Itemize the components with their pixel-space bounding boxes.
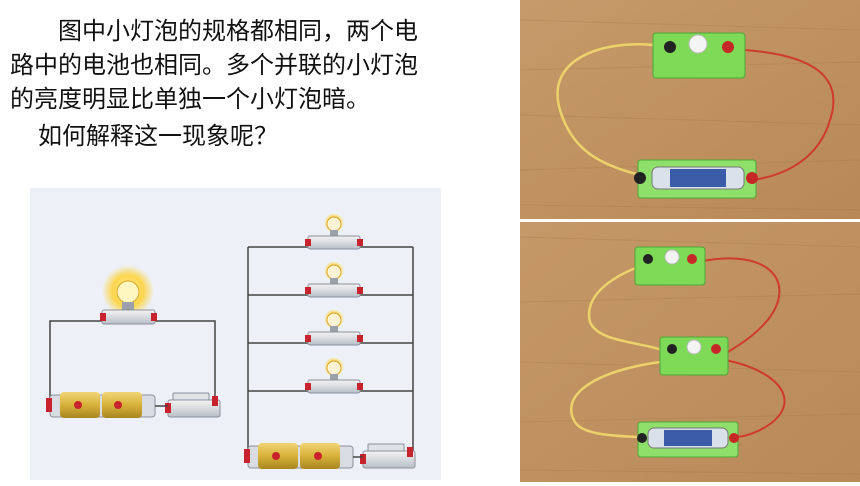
- circuit-photo-single-bulb: [519, 0, 860, 219]
- paragraph-line-2: 路中的电池也相同。多个并联的小灯泡: [10, 51, 418, 79]
- circuit-diagram-illustration: [46, 213, 416, 469]
- photo-single-bulb-illustration: [519, 0, 860, 219]
- circuit-photo-two-bulbs: [519, 222, 860, 482]
- paragraph-line-3: 的亮度明显比单独一个小灯泡暗。: [10, 85, 370, 113]
- paragraph-line-1: 图中小灯泡的规格都相同，两个电: [58, 17, 418, 45]
- single-bulb-circuit: [46, 265, 221, 418]
- explanation-paragraph: 图中小灯泡的规格都相同，两个电 路中的电池也相同。多个并联的小灯泡 的亮度明显比…: [10, 14, 510, 116]
- question-text: 如何解释这一现象呢？: [38, 122, 278, 150]
- photo-two-bulbs-illustration: [519, 222, 860, 482]
- parallel-bulb-circuit: [244, 213, 416, 469]
- photo-divider: [520, 219, 860, 222]
- circuit-diagram: [30, 188, 441, 480]
